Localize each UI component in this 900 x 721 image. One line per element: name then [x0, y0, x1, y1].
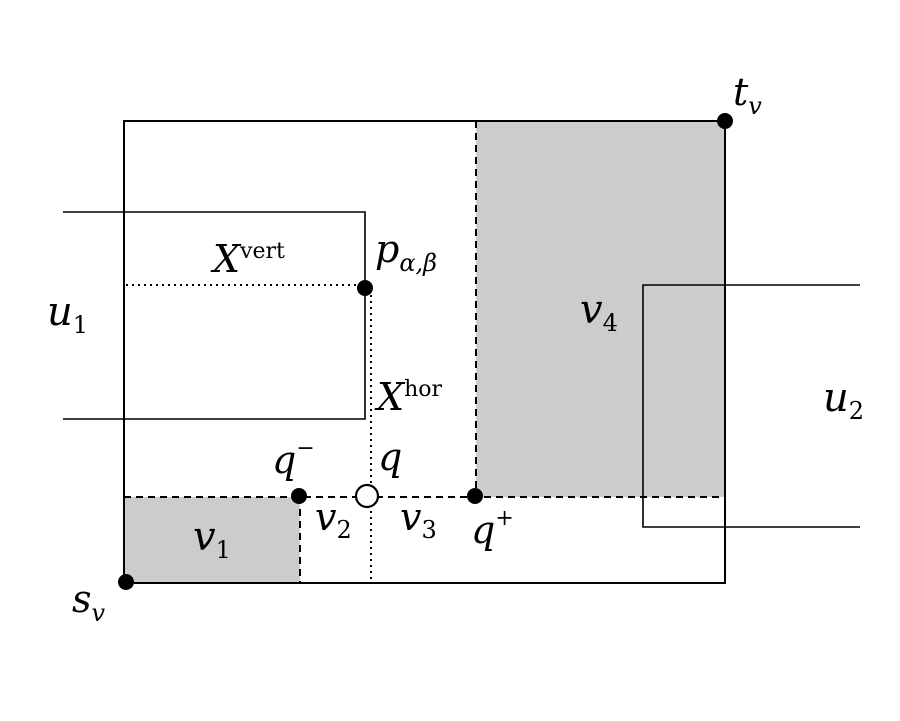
label-v3: v3 [400, 495, 437, 544]
point-p-alpha-beta [357, 280, 373, 296]
point-q-plus [467, 488, 483, 504]
point-t-v [717, 113, 733, 129]
label-u2: u2 [823, 375, 864, 425]
label-x-vert: Xvert [210, 237, 285, 281]
point-q [354, 483, 380, 509]
u1-rectangle [63, 211, 366, 420]
label-u1: u1 [47, 289, 88, 339]
label-v1: v1 [193, 514, 231, 564]
label-q: q [378, 435, 402, 479]
region-v1 [124, 497, 300, 583]
label-x-hor: Xhor [374, 375, 442, 419]
u2-rectangle [642, 284, 860, 528]
label-p-alpha-beta: pα,β [375, 227, 437, 277]
label-v4: v4 [580, 287, 618, 337]
point-q-minus [291, 488, 307, 504]
label-v2: v2 [315, 495, 352, 544]
label-t-v: tv [733, 70, 762, 120]
label-q-minus: q− [272, 436, 315, 482]
region-v4 [476, 121, 725, 497]
label-s-v: sv [72, 577, 106, 627]
label-q-plus: q+ [471, 506, 514, 552]
point-s-v [118, 574, 134, 590]
